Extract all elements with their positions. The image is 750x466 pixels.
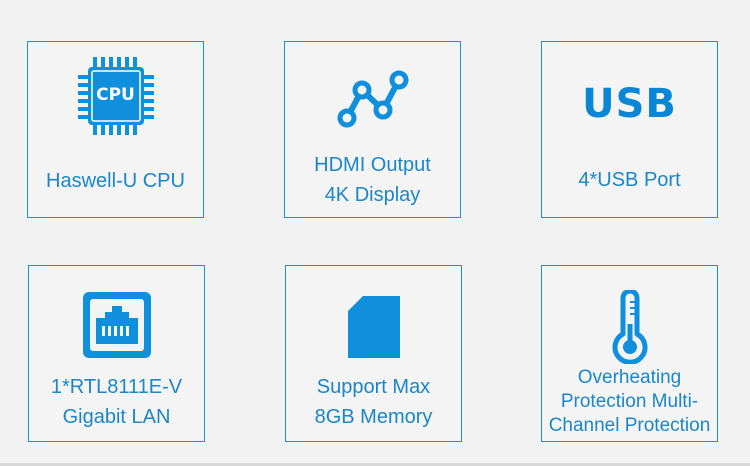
ethernet-port-icon xyxy=(81,290,153,360)
feature-label-thermal: Overheating Protection Multi- Channel Pr… xyxy=(548,367,711,436)
bottom-divider xyxy=(0,463,750,466)
feature-label-cpu: Haswell-U CPU xyxy=(46,170,185,192)
feature-label-memory: Support Max 8GB Memory xyxy=(314,376,433,428)
cpu-chip-icon: CPU xyxy=(74,55,158,137)
feature-label-usb: 4*USB Port xyxy=(578,169,681,191)
feature-card-memory: Support Max 8GB Memory xyxy=(285,265,462,442)
feature-card-hdmi: HDMI Output 4K Display xyxy=(284,41,461,218)
usb-icon: USB xyxy=(582,81,677,127)
thermometer-icon xyxy=(607,288,653,365)
feature-card-usb: USB 4*USB Port xyxy=(541,41,718,218)
feature-card-lan: 1*RTL8111E-V Gigabit LAN xyxy=(28,265,205,442)
cpu-icon-text: CPU xyxy=(96,85,135,105)
feature-label-hdmi: HDMI Output 4K Display xyxy=(314,154,431,206)
feature-card-thermal: Overheating Protection Multi- Channel Pr… xyxy=(541,265,718,442)
memory-card-icon xyxy=(347,296,400,358)
feature-label-lan: 1*RTL8111E-V Gigabit LAN xyxy=(50,376,183,428)
hdmi-graph-icon xyxy=(335,68,411,130)
feature-card-cpu: CPU Haswell-U CPU xyxy=(27,41,204,218)
